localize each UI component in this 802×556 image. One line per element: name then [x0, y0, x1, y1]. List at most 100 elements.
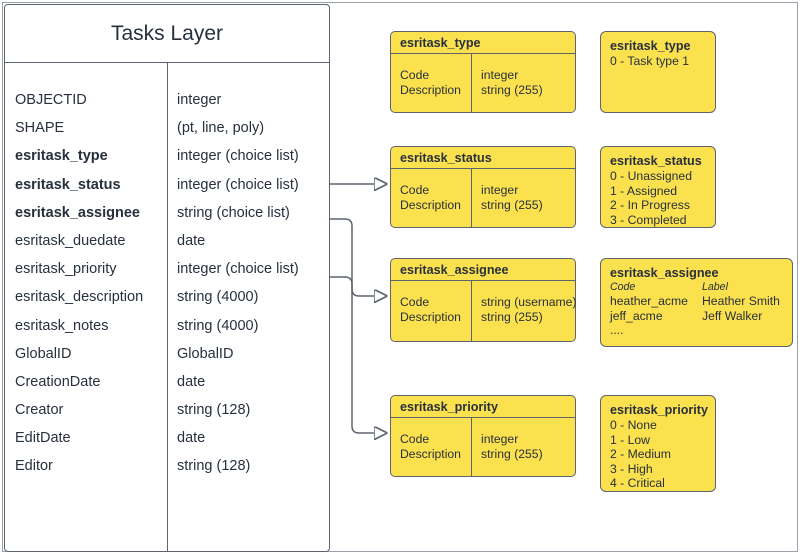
- field-name: esritask_assignee: [15, 204, 140, 221]
- text-line: string (username): [481, 295, 577, 309]
- domain-value: 0 - None: [610, 418, 657, 432]
- table-row[interactable]: esritask_notes string (4000): [5, 318, 329, 346]
- domain-header-code: Code: [610, 281, 636, 293]
- text-line: Code: [400, 432, 430, 446]
- column-divider: [471, 169, 473, 227]
- domain-title: esritask_priority: [610, 403, 709, 417]
- field-name: Editor: [15, 458, 53, 475]
- domain-value: 3 - Completed: [610, 212, 687, 227]
- field-name: esritask_description: [15, 289, 144, 306]
- text-line: Description: [400, 310, 461, 324]
- text-line: string (255): [481, 83, 543, 97]
- domain-esritask-type[interactable]: esritask_type 0 - Task type 1: [600, 31, 716, 113]
- table-header-esritask-assignee: esritask_assignee: [391, 259, 575, 281]
- domain-value: 3 - High: [610, 461, 653, 476]
- column-divider: [471, 54, 473, 112]
- table-row[interactable]: CreationDate date: [5, 374, 329, 402]
- field-type: integer: [177, 92, 222, 108]
- domain-header-label: Label: [702, 281, 728, 293]
- domain-value: 2 - In Progress: [610, 198, 690, 213]
- text-line: integer: [481, 68, 519, 82]
- text-line: Description: [400, 83, 461, 97]
- domain-title: esritask_assignee: [610, 266, 719, 280]
- field-name: Creator: [15, 402, 64, 419]
- table-header-esritask-priority: esritask_priority: [391, 396, 575, 418]
- column-divider: [167, 63, 169, 551]
- domain-value: 1 - Assigned: [610, 183, 678, 198]
- field-name: esritask_priority: [15, 261, 117, 278]
- field-name: esritask_duedate: [15, 232, 126, 249]
- domain-title: esritask_status: [610, 154, 702, 168]
- field-name: CreationDate: [15, 373, 101, 390]
- field-type: (pt, line, poly): [177, 120, 265, 137]
- domain-esritask-assignee[interactable]: esritask_assignee Code Label heather_acm…: [600, 258, 793, 347]
- field-name: EditDate: [15, 430, 71, 447]
- domain-value: 0 - Unassigned: [610, 169, 692, 183]
- table-header-esritask-status: esritask_status: [391, 147, 575, 169]
- domain-title: esritask_type: [610, 39, 691, 53]
- field-type: string (4000): [177, 317, 259, 334]
- text-line: string (255): [481, 447, 543, 461]
- text-line: Code: [400, 183, 430, 197]
- field-type: string (4000): [177, 289, 259, 306]
- domain-pair-row: heather_acme Heather Smith: [610, 294, 783, 309]
- text-line: Code: [400, 68, 430, 82]
- table-row[interactable]: esritask_status integer (choice list): [5, 177, 329, 205]
- field-name: SHAPE: [15, 120, 65, 137]
- domain-pair-code: heather_acme: [610, 294, 688, 308]
- domain-column-headers: Code Label: [610, 281, 783, 294]
- field-name: GlobalID: [15, 345, 72, 362]
- field-name: esritask_status: [15, 176, 121, 193]
- field-type: integer (choice list): [177, 176, 299, 193]
- column-divider: [471, 281, 473, 341]
- field-name: esritask_type: [15, 148, 108, 165]
- domain-value: 0 - Task type 1: [610, 54, 690, 68]
- field-type: string (128): [177, 458, 251, 475]
- table-row[interactable]: Editor string (128): [5, 458, 329, 486]
- text-line: string (255): [481, 198, 543, 212]
- table-row[interactable]: SHAPE (pt, line, poly): [5, 120, 329, 148]
- text-line: integer: [481, 432, 519, 446]
- table-row[interactable]: esritask_description string (4000): [5, 289, 329, 317]
- domain-pair-code: jeff_acme: [610, 308, 663, 323]
- page-title: Tasks Layer: [5, 5, 329, 63]
- field-type: date: [177, 373, 206, 390]
- field-type: date: [177, 232, 206, 249]
- field-name: esritask_notes: [15, 317, 109, 334]
- table-row[interactable]: esritask_duedate date: [5, 233, 329, 261]
- domain-value: 2 - Medium: [610, 447, 671, 462]
- field-type: integer (choice list): [177, 148, 299, 165]
- domain-value: 1 - Low: [610, 432, 650, 447]
- domain-pair-label: Heather Smith: [702, 294, 780, 308]
- table-row[interactable]: esritask_type integer (choice list): [5, 148, 329, 176]
- table-header-esritask-type: esritask_type: [391, 32, 575, 54]
- table-field-types: string (username)string (255): [481, 295, 577, 325]
